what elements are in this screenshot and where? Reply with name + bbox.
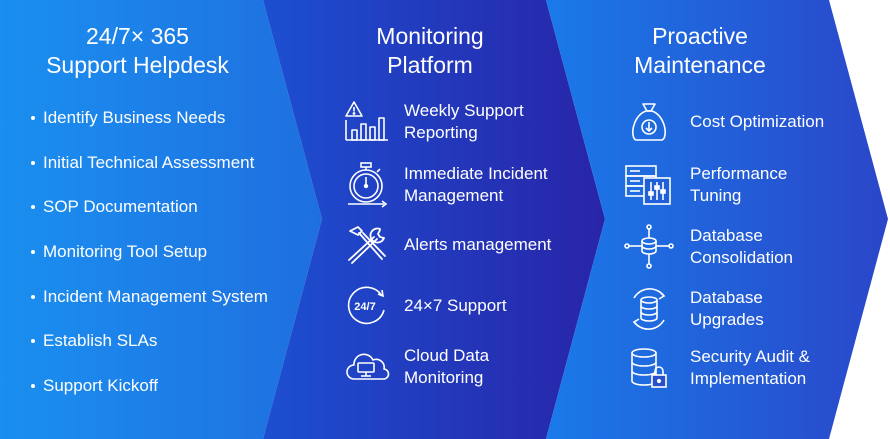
- item-label: Database Consolidation: [690, 226, 794, 267]
- item-label: Security Audit & Implementation: [690, 347, 811, 388]
- support-helpdesk-title: 24/7× 365 Support Helpdesk: [46, 23, 229, 78]
- list-item: Cost Optimization: [624, 100, 824, 144]
- performance-tuning-icon: [625, 165, 671, 205]
- monitoring-platform-title: Monitoring Platform: [376, 23, 484, 78]
- 24-7-icon: 24/7: [347, 286, 385, 325]
- item-label: 24×7 Support: [404, 296, 507, 315]
- item-label: Alerts management: [404, 235, 552, 254]
- list-item: Support Kickoff: [30, 364, 268, 409]
- item-label: Weekly Support Reporting: [404, 101, 524, 142]
- list-item: 24/7 24×7 Support: [344, 284, 507, 328]
- list-item: Database Upgrades: [624, 286, 764, 332]
- list-item: Immediate Incident Management: [344, 162, 548, 208]
- chevron-monitoring-platform: [263, 0, 605, 439]
- item-label: Database Upgrades: [690, 288, 764, 329]
- list-item: Establish SLAs: [30, 319, 268, 364]
- cloud-monitoring-icon: [346, 353, 390, 380]
- list-item: Database Consolidation: [624, 224, 793, 270]
- support-reporting-icon: [345, 101, 388, 141]
- list-item: Performance Tuning: [624, 162, 787, 208]
- list-item: Identify Business Needs: [30, 96, 268, 141]
- list-item: Incident Management System: [30, 275, 268, 320]
- tools-icon: [348, 226, 386, 264]
- svg-text:24/7: 24/7: [354, 301, 375, 313]
- proactive-maintenance-title: Proactive Maintenance: [634, 23, 766, 78]
- database-sync-icon: [632, 288, 666, 330]
- list-item: Monitoring Tool Setup: [30, 230, 268, 275]
- list-item: Cloud Data Monitoring: [344, 345, 489, 389]
- item-label: Cloud Data Monitoring: [404, 346, 490, 387]
- money-bag-icon: [632, 103, 666, 141]
- list-item: Initial Technical Assessment: [30, 141, 268, 186]
- list-item: SOP Documentation: [30, 185, 268, 230]
- database-network-icon: [624, 224, 674, 269]
- helpdesk-steps-list: Identify Business Needs Initial Technica…: [30, 96, 268, 409]
- list-item: Alerts management: [344, 223, 551, 267]
- chevron-proactive-maintenance: [546, 0, 888, 439]
- chevron-support-helpdesk: [0, 0, 322, 439]
- list-item: Weekly Support Reporting: [344, 100, 524, 144]
- stopwatch-icon: [348, 162, 388, 208]
- database-lock-icon: [631, 348, 667, 388]
- item-label: Immediate Incident Management: [404, 164, 548, 205]
- list-item: Security Audit & Implementation: [624, 345, 810, 391]
- item-label: Performance Tuning: [690, 164, 788, 205]
- item-label: Cost Optimization: [690, 112, 825, 131]
